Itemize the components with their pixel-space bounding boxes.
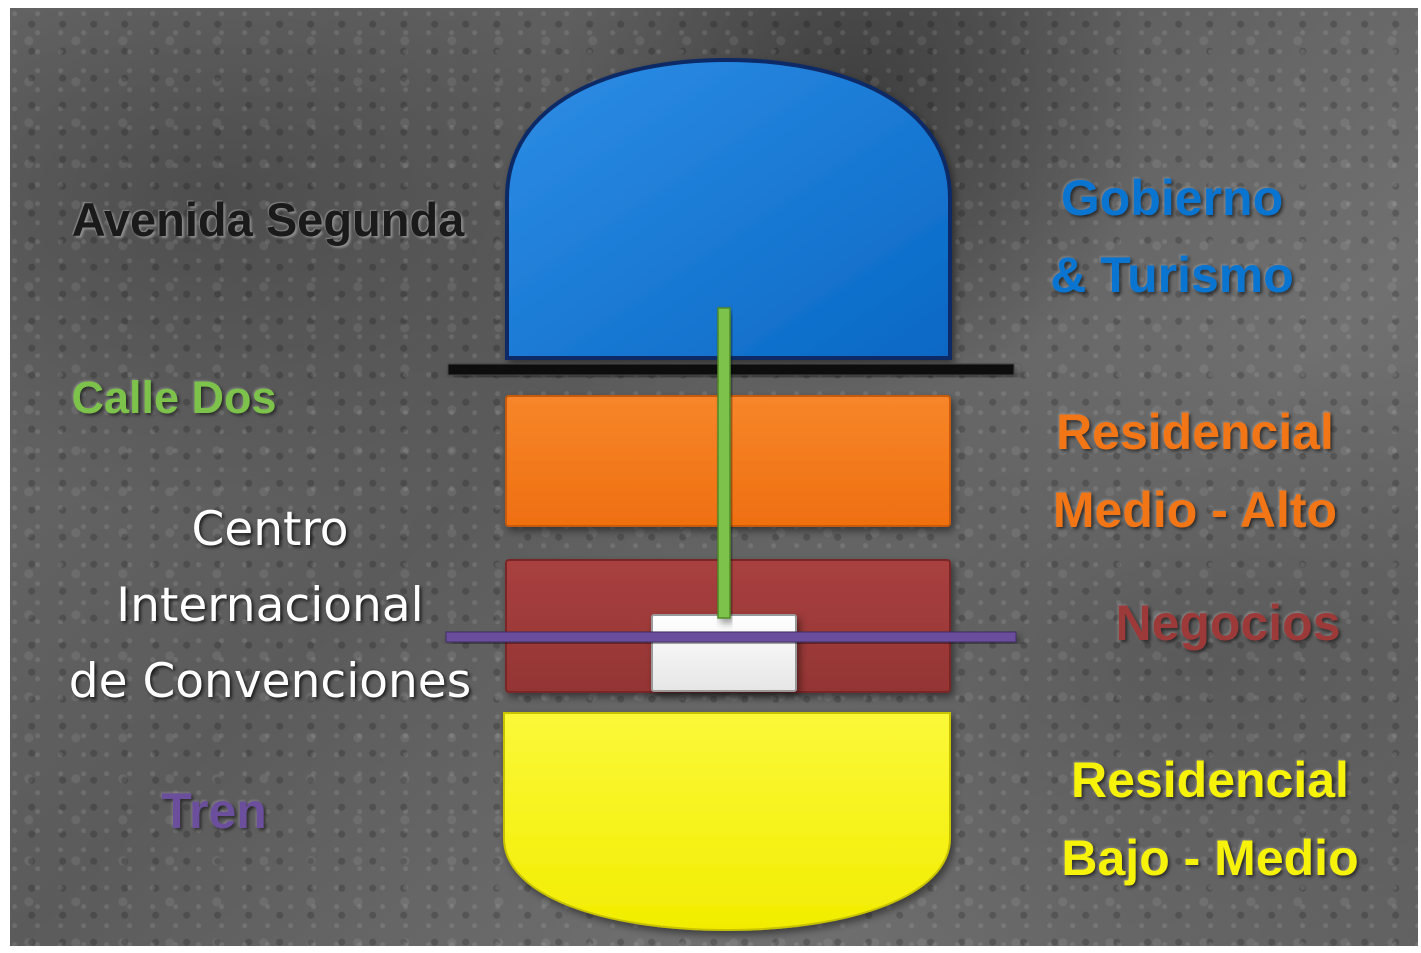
road-calle-dos <box>717 307 731 619</box>
label-tren: Tren <box>161 783 267 839</box>
label-calle-dos: Calle Dos <box>71 372 277 423</box>
zoning-diagram <box>445 57 1017 932</box>
zone-gobierno-turismo <box>505 57 952 360</box>
road-avenida-segunda <box>447 363 1015 376</box>
label-gobierno-turismo: Gobierno & Turismo <box>1050 170 1294 303</box>
label-centro-convenciones: Centro Internacional de Convenciones <box>68 502 472 709</box>
label-residencial-medio-alto: Residencial Medio - Alto <box>1052 404 1338 538</box>
centro-convenciones-box <box>651 614 797 692</box>
railway-tren <box>445 631 1017 643</box>
label-negocios: Negocios <box>1115 595 1341 651</box>
aerial-map-background: Avenida Segunda Calle Dos Centro Interna… <box>10 8 1418 946</box>
label-residencial-bajo-medio: Residencial Bajo - Medio <box>1061 752 1359 886</box>
label-avenida-segunda: Avenida Segunda <box>71 193 465 246</box>
zone-residencial-bajo-medio <box>503 712 951 932</box>
